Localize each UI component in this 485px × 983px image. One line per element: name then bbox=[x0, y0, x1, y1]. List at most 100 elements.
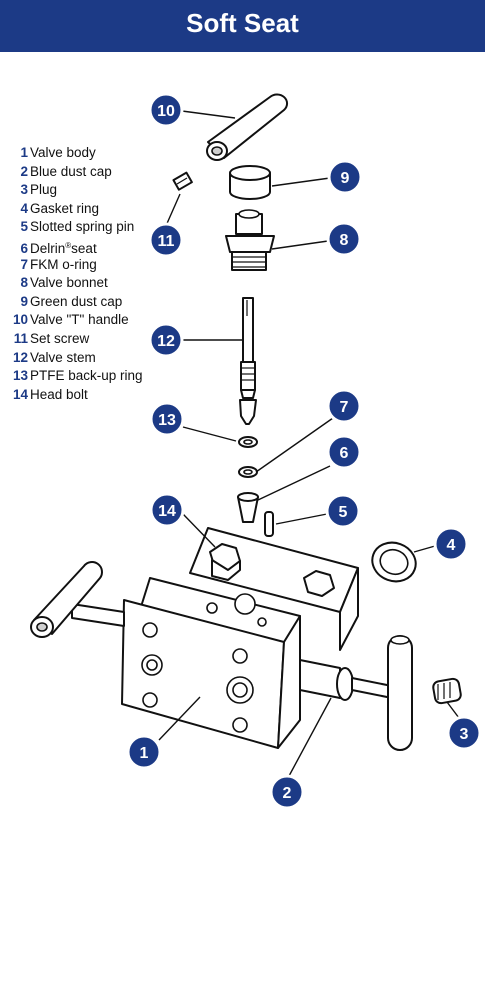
callout-label: 5 bbox=[339, 504, 348, 521]
legend-label: FKM o-ring bbox=[30, 256, 97, 272]
leader-line-3 bbox=[446, 701, 460, 719]
leader-line-8 bbox=[271, 240, 329, 250]
left-t-handle-part bbox=[30, 561, 125, 638]
callout-9: 9 bbox=[327, 159, 363, 195]
legend-label: Green dust cap bbox=[30, 293, 123, 309]
legend-label: Valve body bbox=[30, 145, 96, 160]
registered-mark: ® bbox=[65, 240, 72, 250]
callout-label: 14 bbox=[158, 503, 176, 520]
leader-line-2 bbox=[288, 697, 332, 777]
callout-4: 4 bbox=[433, 526, 469, 562]
callout-3: 3 bbox=[446, 715, 482, 751]
valve-bonnet-part bbox=[225, 209, 275, 271]
legend-number: 12 bbox=[12, 349, 28, 365]
callout-label: 3 bbox=[460, 726, 469, 743]
callout-label: 10 bbox=[157, 103, 175, 120]
callout-label: 6 bbox=[340, 445, 349, 462]
head-bolt-part bbox=[209, 543, 335, 597]
legend-label: Valve bonnet bbox=[30, 275, 108, 291]
callout-label: 2 bbox=[283, 785, 292, 802]
legend-label: Slotted spring pin bbox=[30, 219, 135, 235]
callout-label: 1 bbox=[140, 745, 149, 762]
leader-line-6 bbox=[257, 465, 331, 501]
legend-label: Valve stem bbox=[30, 349, 96, 365]
legend-number: 13 bbox=[12, 368, 28, 384]
leader-line-11 bbox=[164, 193, 181, 229]
leader-line-5 bbox=[275, 513, 328, 525]
legend-label-suffix: seat bbox=[71, 241, 97, 257]
callout-1: 1 bbox=[126, 734, 162, 770]
legend-label: Blue dust cap bbox=[30, 163, 112, 179]
legend-number: 2 bbox=[20, 163, 28, 179]
callout-label: 9 bbox=[341, 170, 350, 187]
callout-10: 10 bbox=[148, 92, 184, 128]
legend-label: Head bolt bbox=[30, 386, 88, 402]
legend-label: PTFE back-up ring bbox=[30, 368, 143, 384]
legend-number: 11 bbox=[13, 330, 28, 346]
legend-label: Plug bbox=[30, 182, 58, 198]
leader-line-13 bbox=[182, 426, 237, 442]
ptfe-backup-ring-part bbox=[238, 436, 258, 448]
callout-14: 14 bbox=[149, 492, 185, 528]
legend-number: 1 bbox=[20, 145, 28, 160]
legend-number: 10 bbox=[12, 312, 28, 328]
leader-line-4 bbox=[413, 545, 436, 553]
legend-number: 9 bbox=[20, 293, 28, 309]
callout-label: 4 bbox=[447, 537, 456, 554]
callout-label: 7 bbox=[340, 399, 349, 416]
leader-line-9 bbox=[271, 177, 331, 187]
callout-12: 12 bbox=[148, 322, 184, 358]
callout-2: 2 bbox=[269, 774, 305, 810]
callout-8: 8 bbox=[326, 221, 362, 257]
callout-label: 13 bbox=[158, 412, 176, 429]
legend-label: Gasket ring bbox=[30, 200, 100, 216]
callout-13: 13 bbox=[149, 401, 185, 437]
leader-line-7 bbox=[255, 417, 334, 473]
leader-line-10 bbox=[181, 110, 236, 119]
right-t-handle-part bbox=[299, 635, 413, 751]
legend-number: 6 bbox=[20, 241, 28, 257]
t-handle-part bbox=[206, 93, 289, 161]
legend-number: 8 bbox=[20, 275, 28, 291]
legend-number: 14 bbox=[12, 386, 28, 402]
callout-6: 6 bbox=[326, 434, 362, 470]
set-screw-part bbox=[172, 171, 193, 191]
leader-line-1 bbox=[158, 696, 201, 741]
slotted-spring-pin-part bbox=[264, 511, 274, 537]
leader-line-14 bbox=[182, 513, 216, 548]
callout-5: 5 bbox=[325, 493, 361, 529]
callout-7: 7 bbox=[326, 388, 362, 424]
legend-number: 7 bbox=[20, 256, 28, 272]
header-banner: Soft Seat bbox=[0, 0, 485, 52]
callout-label: 12 bbox=[157, 333, 175, 350]
callout-11: 11 bbox=[148, 222, 184, 258]
delrin-seat-part bbox=[237, 492, 259, 523]
green-dust-cap-part bbox=[229, 165, 271, 200]
plug-part bbox=[432, 677, 462, 705]
callout-label: 11 bbox=[158, 233, 175, 250]
page-title: Soft Seat bbox=[186, 8, 299, 38]
legend-number: 5 bbox=[20, 219, 28, 235]
gasket-ring-part bbox=[371, 541, 417, 583]
legend-label: Set screw bbox=[30, 330, 90, 346]
callout-label: 8 bbox=[340, 232, 349, 249]
fkm-o-ring-part bbox=[238, 466, 258, 478]
legend-number: 4 bbox=[20, 200, 28, 216]
valve-stem-part bbox=[239, 297, 257, 425]
